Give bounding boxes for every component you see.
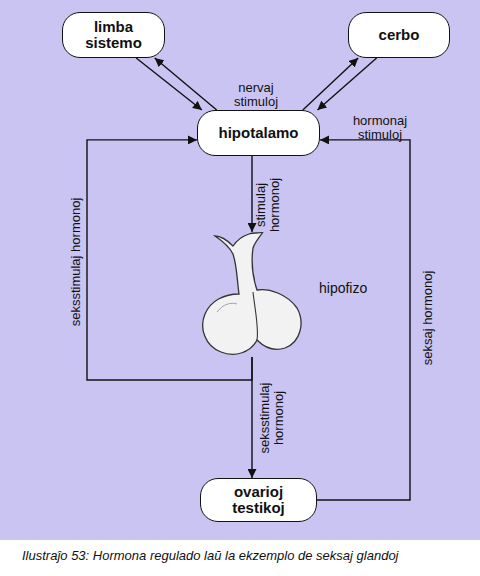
gland-node: hipofizo — [197, 232, 309, 357]
edge-label: nervaj stimuloj — [220, 81, 292, 109]
edge-label: hormonaj stimuloj — [340, 114, 420, 142]
node-text: hipofizo — [319, 280, 367, 296]
connector-arrow — [251, 156, 252, 232]
gland-box: ovarioj testikoj — [200, 478, 317, 522]
node-text: cerbo — [371, 27, 428, 44]
connector-arrow — [303, 58, 358, 110]
figure-caption: Ilustraĵo 53: Hormona regulado laŭ la ek… — [22, 548, 472, 563]
connector-arrow — [155, 58, 217, 110]
connector-arrow — [136, 58, 202, 110]
center-box: hipotalamo — [197, 110, 320, 156]
node-text: ovarioj testikoj — [201, 484, 316, 517]
edge-label: seksaj hormonoj — [421, 243, 435, 393]
edge-label: seksstimulaj hormonoj — [69, 157, 83, 367]
connector-arrow — [317, 140, 410, 500]
edge-label: seksstimulaj hormonoj — [258, 372, 286, 464]
system-box: limba sistemo — [62, 12, 165, 58]
organ-box: cerbo — [348, 12, 450, 58]
node-text: limba sistemo — [63, 19, 164, 52]
node-text: hipotalamo — [210, 125, 306, 142]
edge-label: stimulaj hormonoj — [254, 168, 282, 243]
connector-arrow — [318, 58, 377, 110]
pituitary-outline — [197, 232, 309, 357]
